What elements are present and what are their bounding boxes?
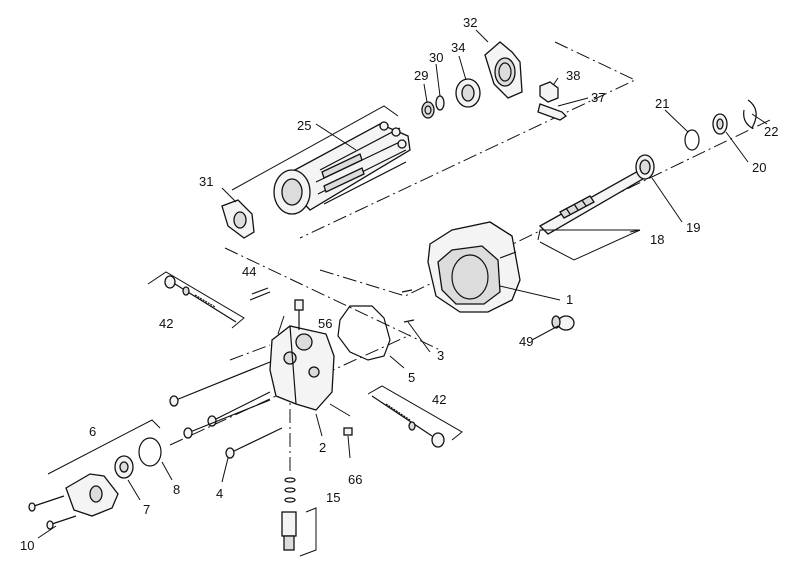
callout-5: 5 (408, 370, 415, 385)
centerline-shaft (319, 119, 771, 297)
callout-29: 29 (414, 68, 428, 83)
part-18-drive-shaft (538, 169, 650, 235)
callout-15: 15 (326, 490, 340, 505)
centerline-top (299, 41, 637, 239)
callout-6: 6 (89, 424, 96, 439)
part-25-rotating-group (273, 121, 411, 215)
callout-38: 38 (566, 68, 580, 83)
centerline-pistons (224, 247, 441, 351)
part-31-swash-plate (221, 199, 255, 239)
part-37-pin (537, 103, 568, 121)
part-42-right-valve (371, 395, 445, 448)
part-6-end-cap (65, 473, 119, 517)
part-49-fitting (551, 315, 575, 331)
callout-18: 18 (650, 232, 664, 247)
part-44-spring-pin (249, 287, 271, 301)
callout-25: 25 (297, 118, 311, 133)
callout-32: 32 (463, 15, 477, 30)
callout-30: 30 (429, 50, 443, 65)
part-5-gasket (337, 305, 391, 361)
callout-3: 3 (437, 348, 444, 363)
part-2-center-section (269, 325, 335, 411)
callout-4: 4 (216, 486, 223, 501)
part-42-left-valve (164, 275, 237, 323)
callout-42-right: 42 (432, 392, 446, 407)
centerline-block (299, 334, 411, 386)
leader-lines (37, 29, 768, 557)
part-15-valve (281, 477, 297, 551)
callout-56: 56 (318, 316, 332, 331)
callout-49: 49 (519, 334, 533, 349)
part-1-housing (427, 221, 521, 313)
part-29-bearing (421, 101, 435, 119)
part-4-bolts (169, 361, 283, 459)
part-19-bearing (635, 154, 655, 180)
callout-21: 21 (655, 96, 669, 111)
part-34-seal (455, 78, 481, 108)
part-32-bearing-plate (484, 41, 523, 99)
part-8-o-ring (138, 437, 162, 467)
callout-66: 66 (348, 472, 362, 487)
callout-2: 2 (319, 440, 326, 455)
part-3-dowel-pins (401, 289, 415, 323)
callout-19: 19 (686, 220, 700, 235)
callout-42-left: 42 (159, 316, 173, 331)
center-lines (169, 41, 771, 475)
part-20-seal (712, 113, 728, 135)
callout-22: 22 (764, 124, 778, 139)
callout-1: 1 (566, 292, 573, 307)
part-21-o-ring (684, 129, 700, 151)
callout-labels: 32 30 34 29 38 37 21 22 20 19 18 25 31 4… (20, 15, 778, 553)
centerline-dowel (229, 344, 271, 361)
callout-20: 20 (752, 160, 766, 175)
part-30-washer (435, 95, 445, 111)
callout-7: 7 (143, 502, 150, 517)
callout-34: 34 (451, 40, 465, 55)
part-56-cap-screw (294, 299, 304, 330)
part-10-screws (28, 495, 77, 530)
callout-37: 37 (591, 90, 605, 105)
part-22-retaining-ring (743, 99, 757, 129)
callout-31: 31 (199, 174, 213, 189)
callout-44: 44 (242, 264, 256, 279)
callout-10: 10 (20, 538, 34, 553)
part-38-block (539, 81, 559, 103)
callout-8: 8 (173, 482, 180, 497)
part-66-plug (343, 427, 353, 436)
part-7-coupler (114, 455, 134, 479)
